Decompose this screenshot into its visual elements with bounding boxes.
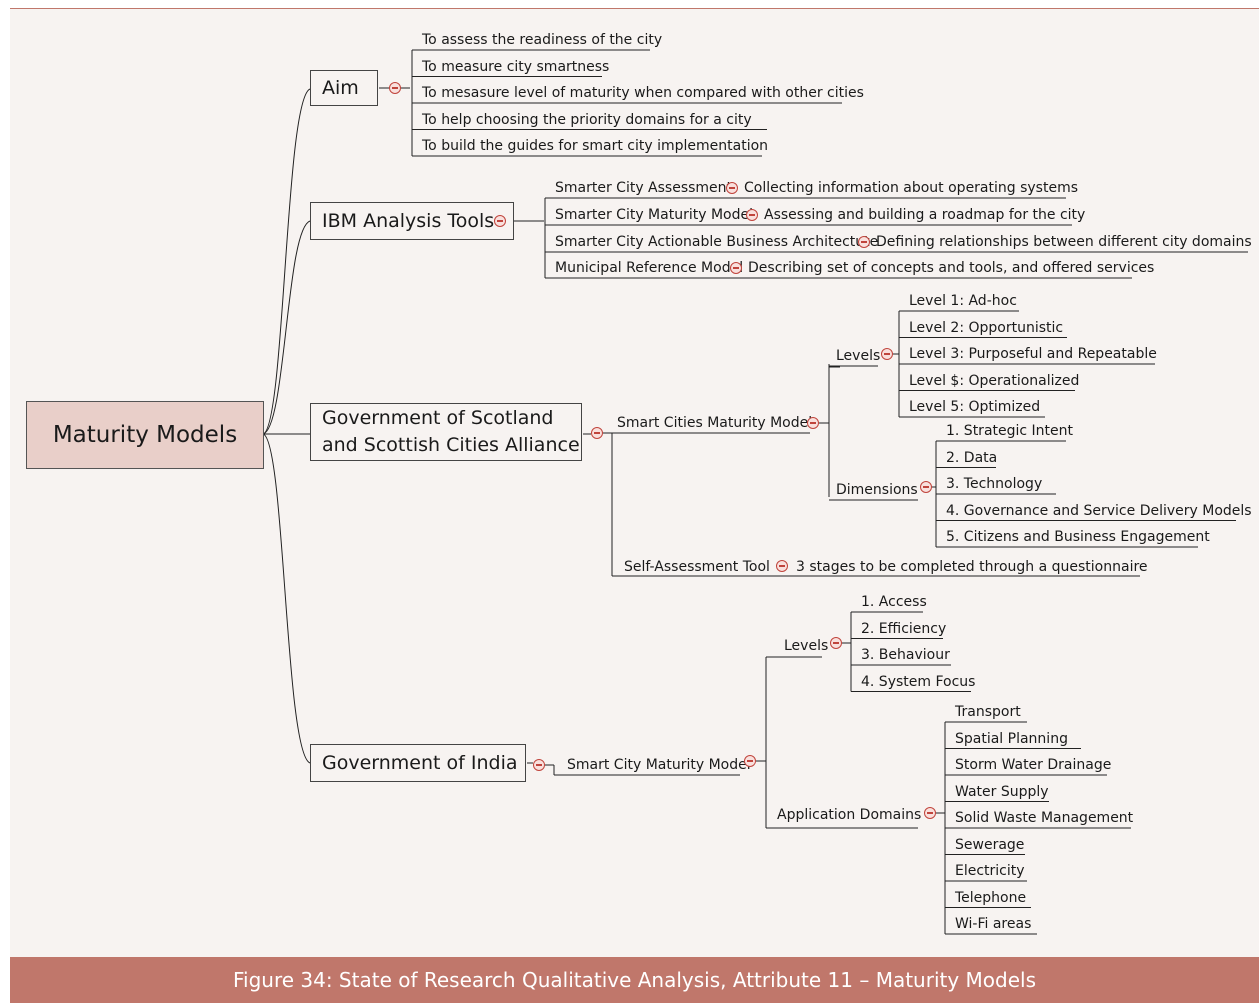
scotland-tool-label: Self-Assessment Tool — [624, 559, 770, 575]
branch-label-line: Government of Scotland — [322, 407, 554, 429]
ibm-tool-name: Municipal Reference Model — [555, 260, 744, 276]
india-domain-item: Solid Waste Management — [955, 810, 1134, 826]
india-level-item: 3. Behaviour — [861, 647, 950, 663]
collapse-branch-icon[interactable] — [389, 82, 401, 94]
india-domain-item: Telephone — [955, 889, 1027, 906]
scotland-level-item: Level 3: Purposeful and Repeatable — [909, 346, 1157, 362]
root-connector — [262, 433, 311, 764]
aim-item: To mesasure level of maturity when compa… — [422, 85, 864, 101]
branch-node-government-of-scotland: Government of Scotland and Scottish Citie… — [310, 403, 582, 461]
collapse-branch-icon[interactable] — [881, 348, 893, 360]
scotland-dimension-item: 2. Data — [946, 449, 998, 466]
india-domain-item: Sewerage — [955, 836, 1025, 853]
india-domain-item: Wi-Fi areas — [955, 916, 1032, 932]
branch-node-aim: Aim — [310, 70, 378, 106]
branch-label-line: and Scottish Cities Alliance — [322, 434, 580, 456]
connector-lines — [262, 49, 1248, 935]
ibm-tool-name: Smarter City Assessment — [555, 180, 733, 196]
collapse-branch-icon[interactable] — [494, 215, 506, 227]
india-domains-label: Application Domains — [777, 807, 922, 823]
scotland-dimension-item: 4. Governance and Service Delivery Model… — [946, 502, 1252, 519]
scotland-dimension-item: 3. Technology — [946, 476, 1043, 492]
india-domain-item: Storm Water Drainage — [955, 757, 1112, 773]
india-level-item: 2. Efficiency — [861, 620, 947, 637]
branch-node-government-of-india: Government of India — [310, 744, 526, 782]
collapse-branch-icon[interactable] — [776, 560, 788, 572]
collapse-branch-icon[interactable] — [830, 637, 842, 649]
aim-item: To help choosing the priority domains fo… — [422, 111, 752, 128]
root-connector — [262, 220, 311, 435]
collapse-branch-icon[interactable] — [591, 427, 603, 439]
root-connector — [262, 88, 311, 435]
scotland-dimension-item: 1. Strategic Intent — [946, 423, 1074, 439]
branch-node-ibm-analysis-tools: IBM Analysis Tools — [310, 202, 514, 240]
scotland-tool-description: 3 stages to be completed through a quest… — [796, 559, 1148, 575]
india-level-item: 1. Access — [861, 594, 927, 610]
india-model-label: Smart City Maturity Model — [567, 757, 751, 773]
scotland-model-label: Smart Cities Maturity Model — [617, 415, 813, 431]
collapse-branch-icon[interactable] — [726, 182, 738, 194]
ibm-tool-name: Smarter City Maturity Model — [555, 207, 753, 223]
india-domain-item: Spatial Planning — [955, 730, 1068, 747]
scotland-dimension-item: 5. Citizens and Business Engagement — [946, 529, 1210, 545]
aim-item: To assess the readiness of the city — [422, 32, 663, 48]
collapse-branch-icon[interactable] — [858, 236, 870, 248]
collapse-branch-icon[interactable] — [920, 481, 932, 493]
collapse-branch-icon[interactable] — [746, 209, 758, 221]
ibm-tool-name: Smarter City Actionable Business Archite… — [555, 234, 879, 250]
india-levels-label: Levels — [784, 638, 829, 654]
scotland-level-item: Level 1: Ad-hoc — [909, 293, 1017, 309]
mind-map-canvas: Maturity Models Aim To assess the readines… — [10, 8, 1259, 957]
collapse-branch-icon[interactable] — [533, 759, 545, 771]
collapse-branch-icon[interactable] — [924, 807, 936, 819]
scotland-dimensions-label: Dimensions — [836, 482, 918, 498]
ibm-tool-description: Collecting information about operating s… — [744, 180, 1079, 196]
india-domain-item: Water Supply — [955, 783, 1049, 800]
scotland-level-item: Level 2: Opportunistic — [909, 319, 1064, 336]
aim-item: To measure city smartness — [422, 58, 610, 75]
root-node-maturity-models: Maturity Models — [26, 401, 264, 469]
ibm-tool-description: Assessing and building a roadmap for the… — [764, 207, 1086, 223]
scotland-levels-label: Levels — [836, 348, 881, 364]
ibm-tool-description: Describing set of concepts and tools, an… — [748, 260, 1155, 276]
india-level-item: 4. System Focus — [861, 673, 976, 690]
collapse-branch-icon[interactable] — [807, 417, 819, 429]
scotland-level-item: Level $: Operationalized — [909, 372, 1080, 389]
india-domain-item: Electricity — [955, 863, 1025, 879]
collapse-branch-icon[interactable] — [744, 755, 756, 767]
figure-caption: Figure 34: State of Research Qualitative… — [10, 957, 1259, 1003]
aim-item: To build the guides for smart city imple… — [422, 138, 769, 154]
scotland-level-item: Level 5: Optimized — [909, 399, 1041, 415]
collapse-branch-icon[interactable] — [730, 262, 742, 274]
ibm-tool-description: Defining relationships between different… — [876, 234, 1252, 250]
india-domain-item: Transport — [955, 704, 1021, 720]
